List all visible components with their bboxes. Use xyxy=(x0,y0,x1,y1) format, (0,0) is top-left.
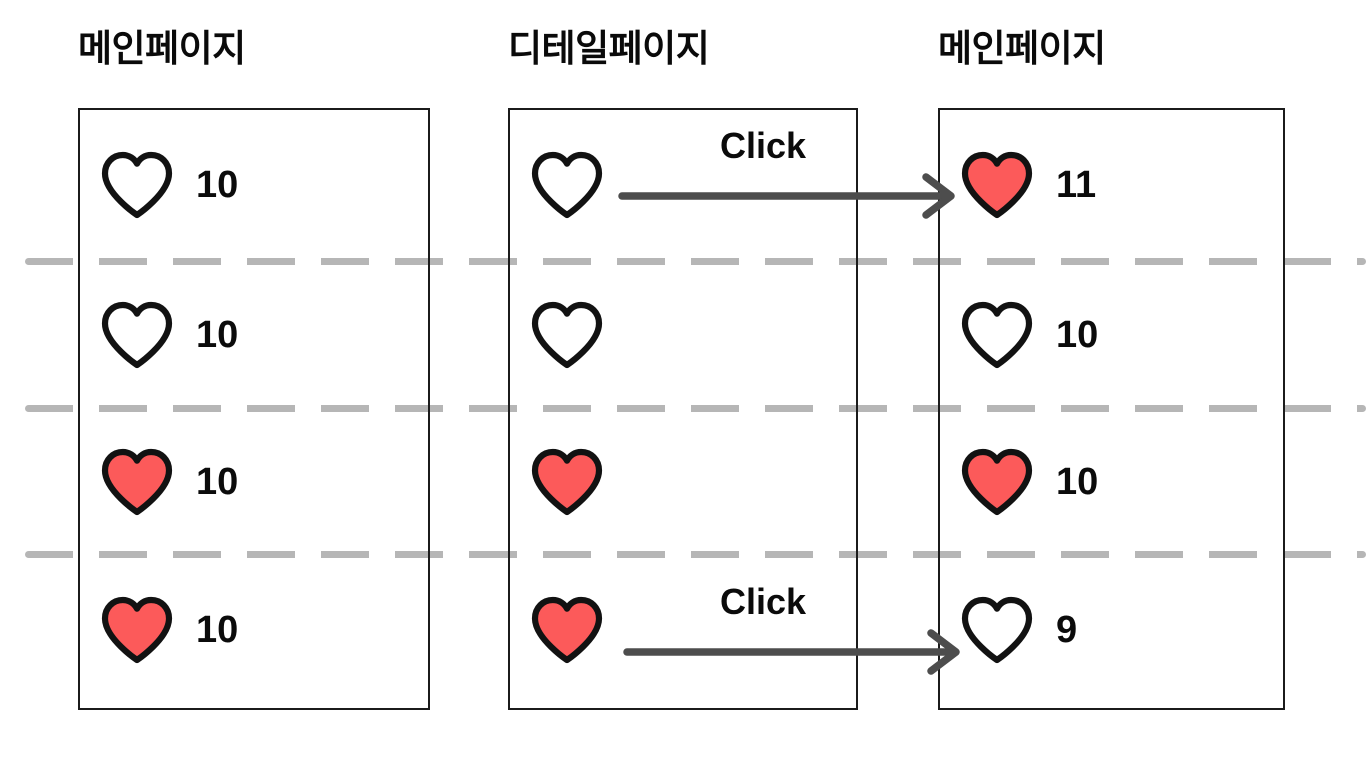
panel-box-detail xyxy=(508,108,858,710)
row-separator-3 xyxy=(25,551,1366,558)
panel-title-main-after: 메인페이지 xyxy=(938,28,1106,69)
heart-filled-icon[interactable] xyxy=(960,151,1034,219)
panel-box-main-after xyxy=(938,108,1285,710)
row-separator-2 xyxy=(25,405,1366,412)
like-count: 10 xyxy=(196,609,239,651)
click-label: Click xyxy=(720,581,807,622)
heart-filled-icon[interactable] xyxy=(100,448,174,516)
list-item[interactable]: 10 xyxy=(960,295,1098,375)
like-count: 10 xyxy=(1056,461,1099,503)
like-count: 10 xyxy=(1056,314,1099,356)
heart-outline-icon[interactable] xyxy=(100,151,174,219)
row-separator-1 xyxy=(25,258,1366,265)
list-item[interactable]: 11 xyxy=(960,145,1096,225)
list-item[interactable] xyxy=(530,590,626,670)
heart-outline-icon[interactable] xyxy=(100,301,174,369)
list-item[interactable] xyxy=(530,145,626,225)
heart-outline-icon[interactable] xyxy=(530,301,604,369)
list-item[interactable] xyxy=(530,442,626,522)
list-item[interactable]: 10 xyxy=(100,590,238,670)
list-item[interactable]: 10 xyxy=(100,442,238,522)
like-count: 10 xyxy=(196,314,239,356)
heart-filled-icon[interactable] xyxy=(100,596,174,664)
click-label: Click xyxy=(720,125,807,166)
heart-outline-icon[interactable] xyxy=(960,596,1034,664)
like-count: 11 xyxy=(1056,164,1097,206)
list-item[interactable]: 10 xyxy=(100,145,238,225)
heart-outline-icon[interactable] xyxy=(530,151,604,219)
list-item[interactable]: 9 xyxy=(960,590,1077,670)
arrow-right-icon xyxy=(623,629,960,675)
list-item[interactable]: 10 xyxy=(100,295,238,375)
heart-filled-icon[interactable] xyxy=(530,596,604,664)
panel-box-main-before xyxy=(78,108,430,710)
panel-title-detail: 디테일페이지 xyxy=(508,28,710,69)
panel-title-main-before: 메인페이지 xyxy=(78,28,246,69)
like-count: 9 xyxy=(1056,609,1078,651)
list-item[interactable]: 10 xyxy=(960,442,1098,522)
heart-filled-icon[interactable] xyxy=(960,448,1034,516)
arrow-right-icon xyxy=(618,173,955,219)
like-count: 10 xyxy=(196,461,239,503)
like-count: 10 xyxy=(196,164,239,206)
heart-outline-icon[interactable] xyxy=(960,301,1034,369)
list-item[interactable] xyxy=(530,295,626,375)
heart-filled-icon[interactable] xyxy=(530,448,604,516)
